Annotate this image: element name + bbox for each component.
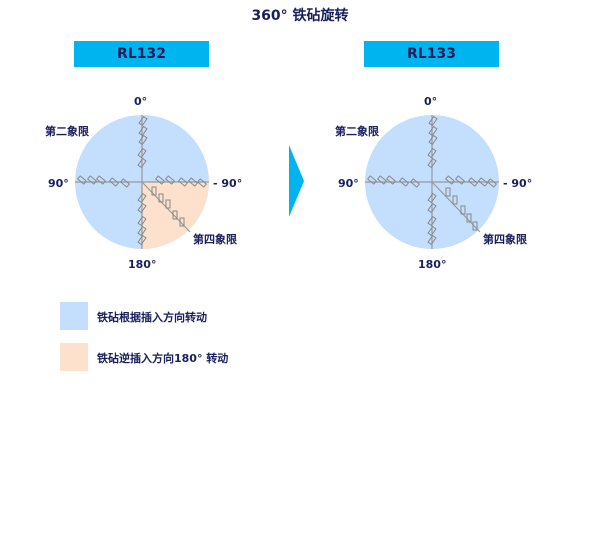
label-quadrant-4: 第四象限: [193, 233, 237, 246]
diagram-title: 360° 铁砧旋转: [251, 8, 349, 24]
arrow-right-icon: [289, 145, 304, 217]
panel-tag-rl133: RL133: [364, 41, 499, 67]
label-quadrant-2: 第二象限: [335, 125, 379, 138]
legend-swatch-blue: [60, 302, 88, 330]
label-180-deg: 180°: [128, 258, 157, 271]
label-quadrant-2: 第二象限: [45, 125, 89, 138]
panel-tag-rl132: RL132: [74, 41, 209, 67]
label-0-deg: 0°: [424, 95, 438, 108]
legend-label-rotate-reverse-180: 铁砧逆插入方向180° 转动: [97, 352, 229, 365]
label-0-deg: 0°: [134, 95, 148, 108]
label-90-deg: 90°: [48, 177, 69, 190]
label-90-deg: 90°: [338, 177, 359, 190]
legend-label-rotate-by-direction: 铁砧根据插入方向转动: [97, 311, 207, 324]
label-180-deg: 180°: [418, 258, 447, 271]
anvil-rotation-dial: [365, 115, 499, 249]
label-quadrant-4: 第四象限: [483, 233, 527, 246]
label-minus-90-deg: - 90°: [503, 177, 533, 190]
anvil-rotation-dial: [75, 115, 209, 249]
legend-swatch-orange: [60, 343, 88, 371]
label-minus-90-deg: - 90°: [213, 177, 243, 190]
